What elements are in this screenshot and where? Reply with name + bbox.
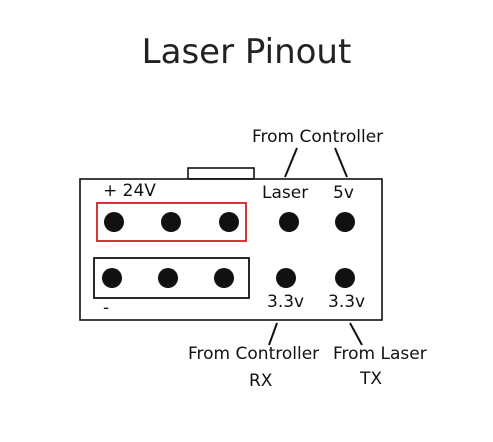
- label-tx: TX: [360, 369, 383, 389]
- label-rx: RX: [249, 371, 273, 391]
- leader-laser: [284, 147, 298, 178]
- pin-5v: [335, 212, 355, 232]
- connector-key-tab: [187, 167, 255, 180]
- positive-pin-group: [96, 202, 247, 242]
- label-minus: -: [103, 298, 110, 318]
- pin-gnd-3: [214, 268, 234, 288]
- label-3v3-right: 3.3v: [328, 292, 366, 312]
- pin-rx: [276, 268, 296, 288]
- pin-24v-2: [161, 212, 181, 232]
- leader-5v: [334, 147, 348, 178]
- label-plus-24v: + 24V: [103, 181, 156, 201]
- page-title: Laser Pinout: [141, 32, 352, 72]
- pin-24v-1: [104, 212, 124, 232]
- pin-gnd-1: [102, 268, 122, 288]
- leader-rx: [268, 322, 278, 346]
- label-3v3-left: 3.3v: [267, 292, 305, 312]
- pin-laser: [279, 212, 299, 232]
- leader-tx: [349, 322, 363, 346]
- negative-pin-group: [93, 257, 250, 299]
- label-from-controller-top: From Controller: [252, 127, 384, 147]
- label-5v: 5v: [333, 183, 354, 203]
- label-laser: Laser: [262, 183, 309, 203]
- pin-24v-3: [219, 212, 239, 232]
- label-from-laser: From Laser: [333, 344, 427, 364]
- pin-tx: [335, 268, 355, 288]
- pin-gnd-2: [158, 268, 178, 288]
- label-from-controller-bottom: From Controller: [188, 344, 320, 364]
